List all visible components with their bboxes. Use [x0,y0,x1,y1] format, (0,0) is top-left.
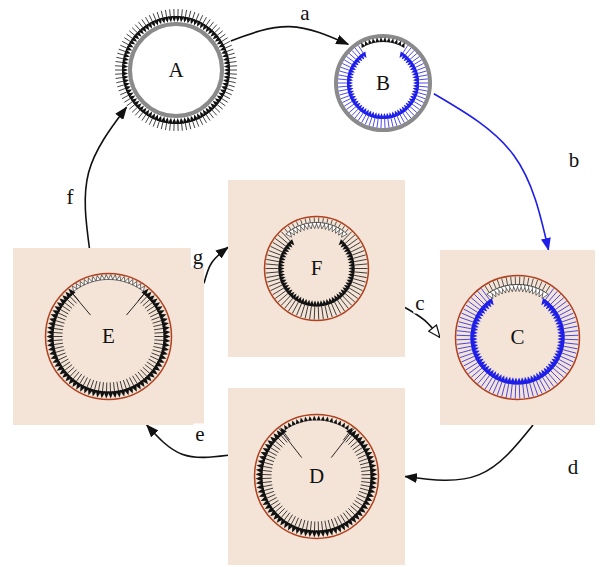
transition-arrow [231,27,348,45]
transition-arrow [405,425,533,480]
state-letter: C [510,327,524,348]
membrane-circle: A [114,8,238,132]
transition-arrow [147,425,228,457]
transition-arrow [204,247,228,283]
state-panel: C [440,250,595,425]
transition-label: b [567,150,582,171]
transition-arrow [434,94,549,250]
transition-label: f [65,187,76,208]
transition-arrow [85,107,126,248]
state-letter: A [168,60,183,81]
state-letter: B [376,73,390,94]
membrane-circle: B [331,31,435,135]
transition-label: e [193,424,206,445]
state-letter: E [102,326,115,347]
transition-label: a [298,3,311,24]
state-letter: D [309,466,324,487]
transition-label: d [566,457,581,478]
state-panel: F [228,180,405,357]
transition-arrow [405,307,440,337]
state-letter: F [311,258,323,279]
state-panel: D [228,388,405,565]
transition-label: c [413,293,426,314]
state-panel: E [13,248,204,425]
